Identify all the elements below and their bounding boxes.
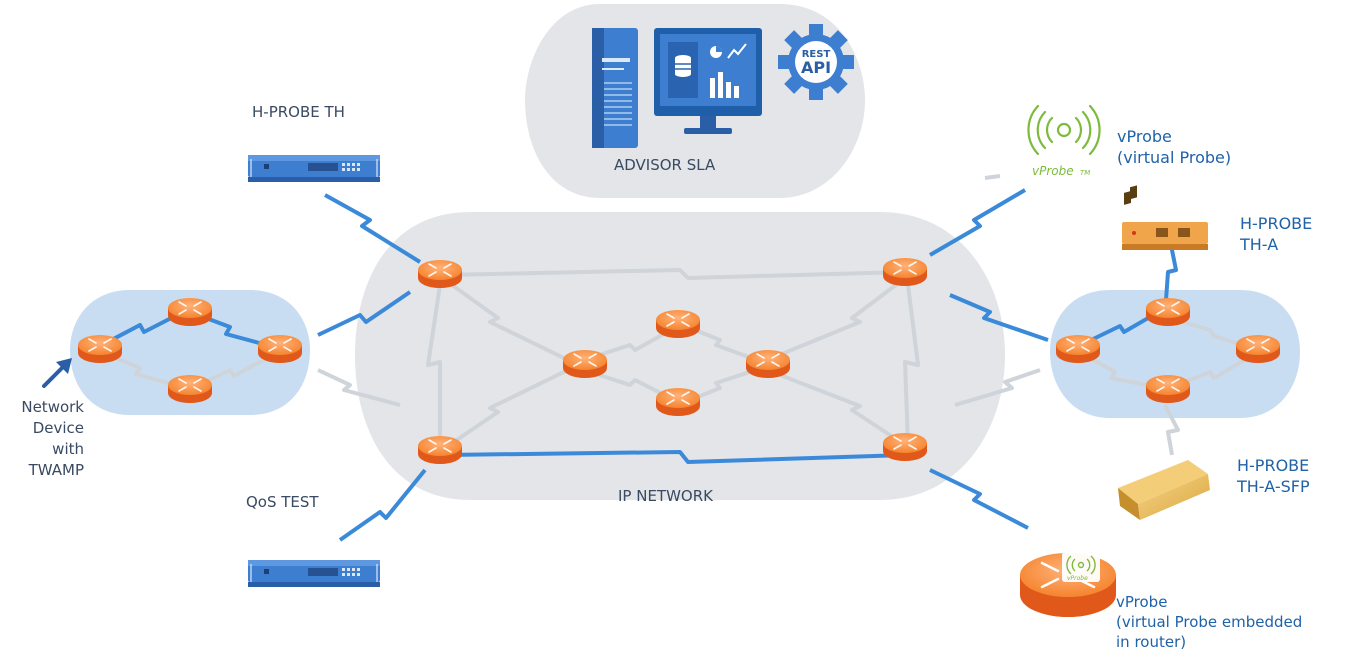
hprobe-th-device [248,155,380,182]
vprobe-router-line-2: (virtual Probe embedded [1116,613,1303,631]
vprobe-virtual-label: vProbe (virtual Probe) [1117,126,1231,168]
qos-test-label: QoS TEST [246,493,319,511]
hprobe-thasfp-line-1: H-PROBE [1237,456,1310,475]
rest-text: REST [802,49,831,60]
vprobe-virtual-line-2: (virtual Probe) [1117,148,1232,167]
network-device-line-2: Device [32,419,84,437]
hprobe-sfp-device [1118,185,1210,520]
router-ip-top-left [417,259,463,289]
router-left-bottom [167,374,213,404]
hprobe-tha-label: H-PROBE TH-A [1240,213,1312,255]
router-left-left [77,334,123,364]
vprobe-badge-text: vProbe [1067,575,1088,582]
vprobe-logo-text: vProbe [1032,164,1074,178]
blue-links [101,188,1178,542]
vprobe-router-device: vProbe [1020,552,1116,617]
hprobe-tha-line-1: H-PROBE [1240,214,1313,233]
vprobe-tm: TM [1080,169,1090,177]
router-ip-center-top [655,309,701,339]
server-tower-icon [592,28,638,148]
router-ip-top-right [882,257,928,287]
hprobe-thasfp-line-2: TH-A-SFP [1237,477,1310,496]
network-device-line-1: Network [21,398,84,416]
router-right-bottom [1145,374,1191,404]
rest-api-gear-icon: REST API [778,24,854,100]
router-right-left [1055,334,1101,364]
api-text: API [801,58,831,77]
arrow-icon [42,358,72,388]
router-right-right [1235,334,1281,364]
hprobe-tha-device [1122,222,1208,250]
ip-network-cloud [355,212,1005,500]
router-ip-center-right [745,349,791,379]
router-left-top [167,297,213,327]
vprobe-virtual-line-1: vProbe [1117,127,1172,146]
dashboard-monitor-icon [654,28,762,134]
vprobe-router-line-3: in router) [1116,633,1187,651]
advisor-sla-label: ADVISOR SLA [614,156,716,174]
left-network-cloud [70,290,310,415]
router-ip-bottom-left [417,435,463,465]
vprobe-logo-icon [1027,104,1101,156]
router-ip-center-left [562,349,608,379]
gray-links [101,174,1260,456]
hprobe-thasfp-label: H-PROBE TH-A-SFP [1237,455,1310,497]
router-right-top [1145,297,1191,327]
vprobe-router-line-1: vProbe [1116,593,1168,611]
vprobe-router-label: vProbe (virtual Probe embedded in router… [1116,592,1302,652]
router-left-right [257,334,303,364]
hprobe-tha-line-2: TH-A [1240,235,1279,254]
ip-network-label: IP NETWORK [618,487,713,505]
network-device-label: Network Device with TWAMP [4,397,84,481]
router-ip-bottom-right [882,432,928,462]
network-device-line-4: TWAMP [28,461,84,479]
right-network-cloud [1050,290,1300,418]
router-ip-center-bottom [655,387,701,417]
hprobe-th-label: H-PROBE TH [252,103,345,121]
network-device-line-3: with [52,440,84,458]
qos-test-device [248,560,380,587]
